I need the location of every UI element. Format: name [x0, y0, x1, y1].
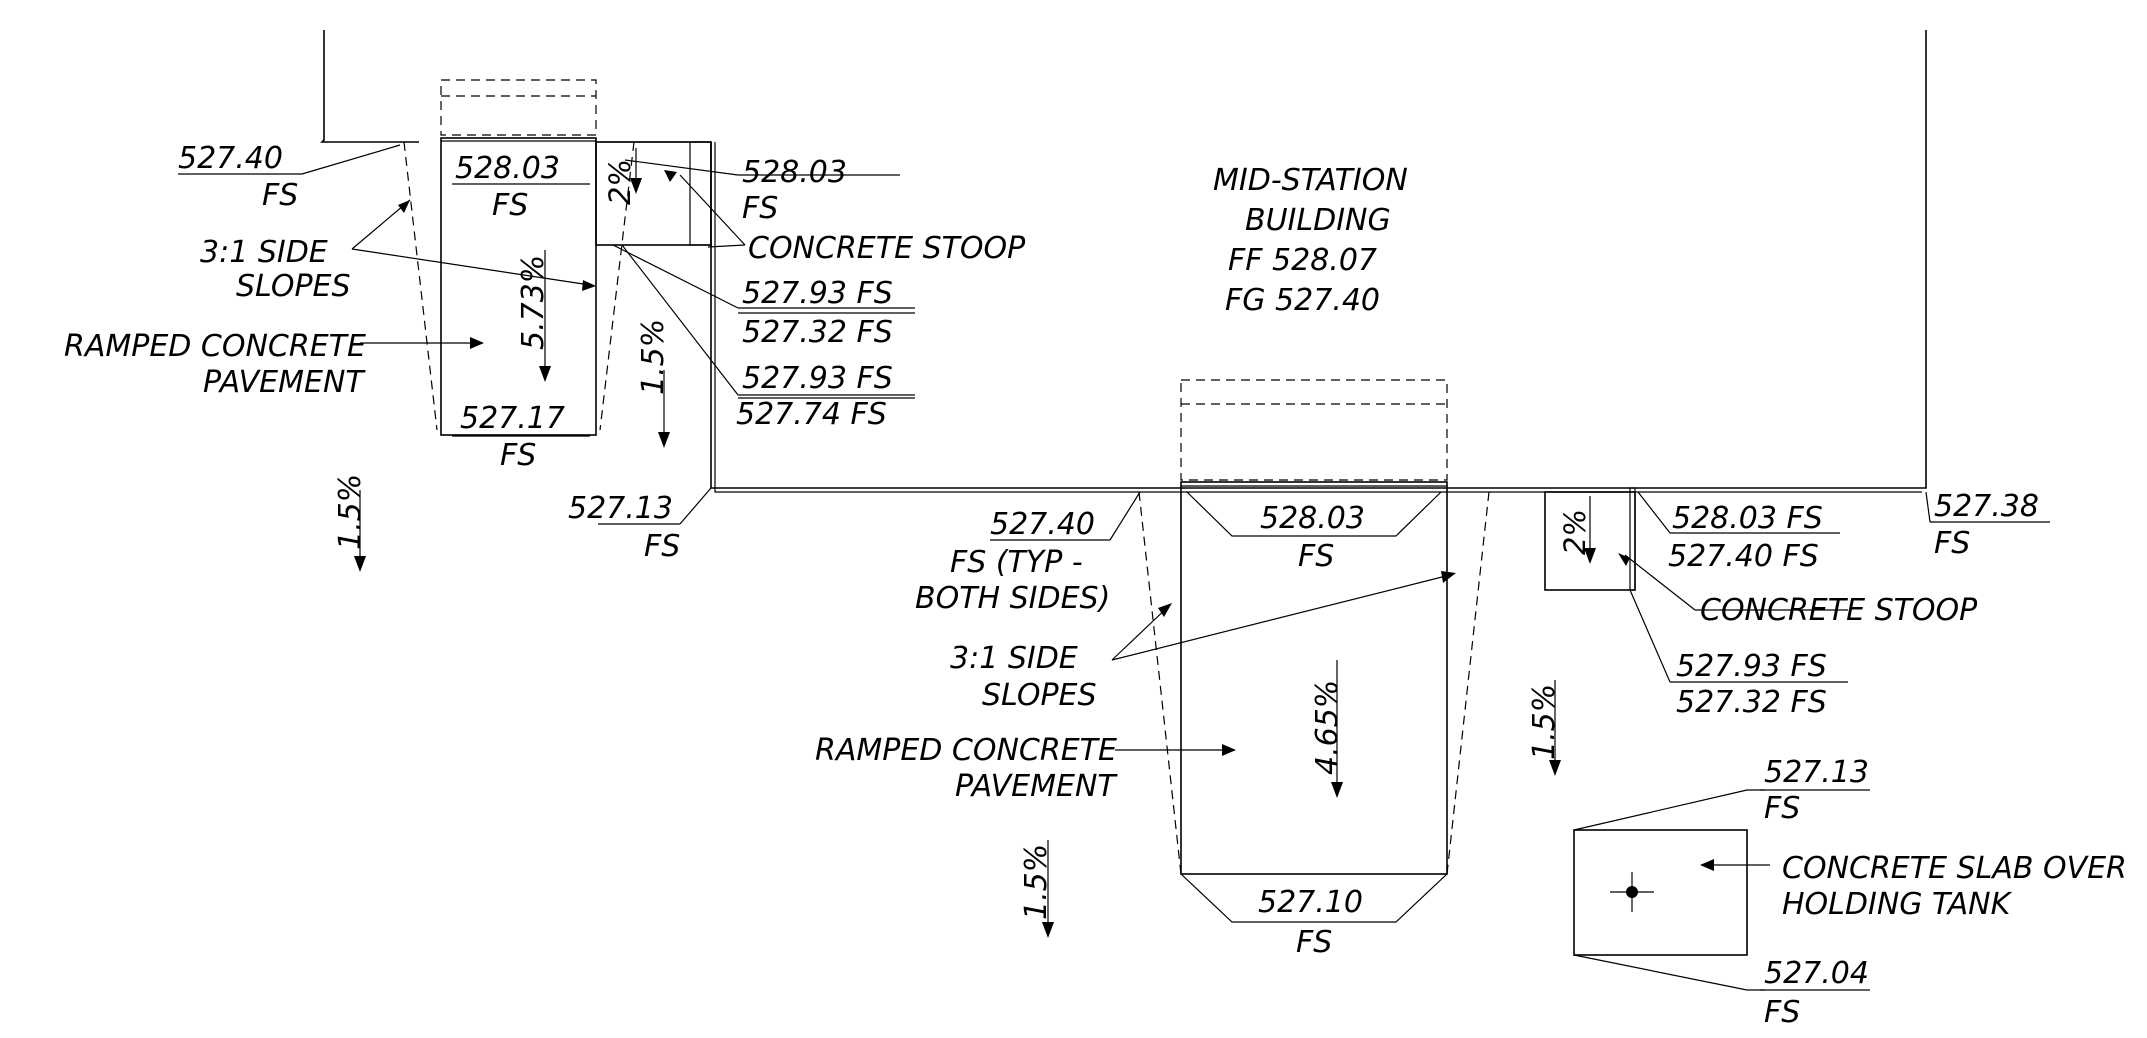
- left-top-elev: 528.03: [455, 151, 560, 186]
- center-side-elev: 527.40: [990, 507, 1095, 542]
- slab-label-1: CONCRETE SLAB OVER: [1782, 851, 2127, 886]
- left-top-elev-sub: FS: [492, 188, 528, 223]
- center-slope-left: 1.5%: [1019, 844, 1054, 920]
- right-pair2: 527.32 FS: [1676, 685, 1827, 720]
- building-name-line1: MID-STATION: [1213, 163, 1408, 198]
- right-pair1: 527.93 FS: [1676, 649, 1827, 684]
- center-ramp-slope-arrow: [1331, 660, 1343, 798]
- center-top-elev: 528.03: [1260, 501, 1365, 536]
- right-stoop-slope-arrow: [1584, 496, 1596, 564]
- right-top-pair2: 527.40 FS: [1668, 539, 1819, 574]
- slab-label-2: HOLDING TANK: [1782, 887, 2013, 922]
- left-side-slopes-1: 3:1 SIDE: [200, 235, 328, 270]
- left-pair1-bottom: 527.32 FS: [742, 315, 893, 350]
- left-pair2-top: 527.93 FS: [742, 361, 893, 396]
- left-slope-a: 1.5%: [636, 319, 671, 395]
- center-bottom-elev-sub: FS: [1296, 925, 1332, 960]
- left-stoop-elev: 528.03: [742, 155, 847, 190]
- left-bottom-elev-sub: FS: [500, 438, 536, 473]
- left-ramp-slope-arrow: [539, 250, 551, 382]
- left-stoop-slope: 2%: [603, 159, 637, 205]
- center-ramp-slope: 4.65%: [1310, 680, 1345, 775]
- left-ramp-slope: 5.73%: [516, 255, 551, 350]
- right-corner-elev: 527.38: [1934, 489, 2039, 524]
- left-ramp: [403, 79, 712, 436]
- left-pavement-2: PAVEMENT: [203, 365, 366, 400]
- slab-leader: [1700, 859, 1770, 871]
- slab-bottom-elev-sub: FS: [1764, 995, 1800, 1030]
- center-slope-arrow-left: [1042, 840, 1054, 938]
- center-pavement-2: PAVEMENT: [955, 769, 1118, 804]
- center-slope-right: 1.5%: [1527, 684, 1562, 760]
- left-slope-arrow-b: [354, 490, 366, 572]
- holding-tank-slab: [1573, 789, 1870, 991]
- center-slope-arrow-right: [1549, 680, 1561, 776]
- left-stoop-slope-arrow: [630, 148, 642, 194]
- right-corner-elev-sub: FS: [1934, 526, 1970, 561]
- left-slope-b: 1.5%: [333, 474, 368, 550]
- left-underlines: [452, 183, 915, 437]
- building-name-line2: BUILDING: [1245, 203, 1391, 238]
- left-bottom-elev: 527.17: [460, 401, 565, 436]
- center-side-elev-sub2: BOTH SIDES): [915, 581, 1110, 616]
- right-top-pair1: 528.03 FS: [1672, 501, 1823, 536]
- left-pair2-bottom: 527.74 FS: [736, 397, 887, 432]
- center-top-elev-sub: FS: [1298, 539, 1334, 574]
- building-fg: FG 527.40: [1225, 283, 1380, 318]
- left-stoop-elev-sub: FS: [742, 191, 778, 226]
- left-side-slopes-2: SLOPES: [236, 269, 351, 304]
- left-corner-elev-sub: FS: [262, 178, 298, 213]
- left-leaders: [178, 144, 915, 525]
- left-corner-elev: 527.40: [178, 141, 283, 176]
- slab-top-elev: 527.13: [1764, 755, 1869, 790]
- right-leaders: [1618, 491, 2050, 683]
- left-slope-arrow-a: [658, 370, 670, 448]
- center-leaders: [990, 491, 1456, 756]
- center-side-slopes-1: 3:1 SIDE: [950, 641, 1078, 676]
- center-pavement-1: RAMPED CONCRETE: [815, 733, 1117, 768]
- left-corner-bottom-elev: 527.13: [568, 491, 673, 526]
- center-ramp: [1138, 379, 1490, 923]
- building-ff: FF 528.07: [1228, 243, 1377, 278]
- right-stoop-label: CONCRETE STOOP: [1700, 593, 1978, 628]
- center-side-slopes-2: SLOPES: [982, 678, 1097, 713]
- right-stoop-slope: 2%: [1558, 509, 1592, 555]
- right-stoop: [1544, 487, 1636, 591]
- center-side-elev-sub: FS (TYP -: [950, 545, 1083, 580]
- left-corner-bottom-elev-sub: FS: [644, 529, 680, 564]
- center-bottom-elev: 527.10: [1258, 885, 1363, 920]
- left-stoop-label: CONCRETE STOOP: [748, 231, 1026, 266]
- slab-bottom-elev: 527.04: [1764, 956, 1869, 991]
- left-pair1-top: 527.93 FS: [742, 276, 893, 311]
- left-pavement-1: RAMPED CONCRETE: [64, 329, 366, 364]
- slab-top-elev-sub: FS: [1764, 791, 1800, 826]
